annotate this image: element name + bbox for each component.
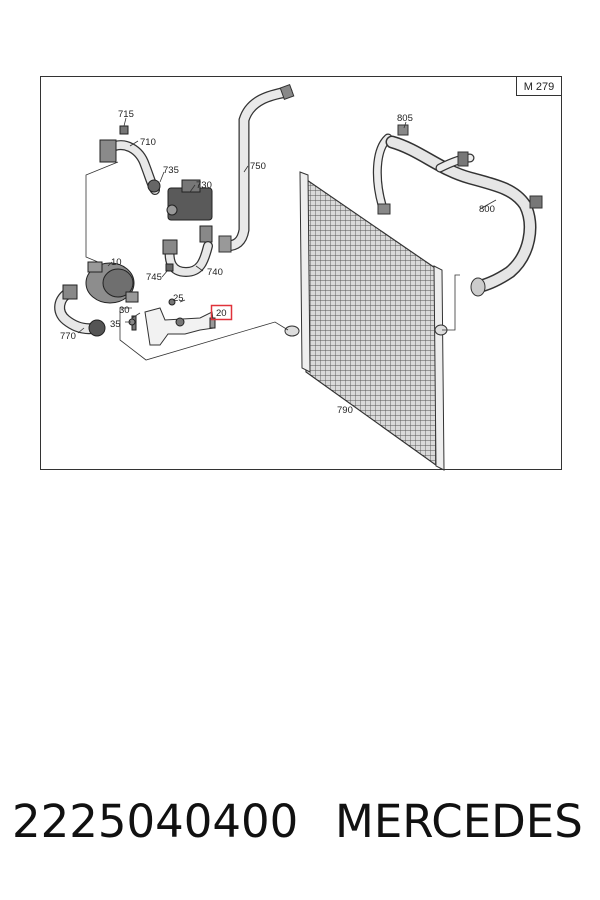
label-790: 790	[337, 405, 353, 416]
label-745: 745	[146, 272, 162, 283]
label-715: 715	[118, 109, 134, 120]
valve-730	[166, 179, 213, 243]
part-number: 2225040400	[12, 795, 299, 848]
label-25: 25	[173, 293, 184, 304]
label-730: 730	[196, 180, 212, 191]
reference-code: M 279	[524, 81, 555, 93]
label-20: 20	[216, 308, 227, 319]
hose-710	[99, 125, 161, 195]
hose-770	[54, 284, 106, 337]
label-750: 750	[250, 161, 266, 172]
caption: 2225040400 MERCEDES	[0, 795, 600, 865]
label-710: 710	[140, 137, 156, 148]
hose-740	[162, 239, 213, 278]
label-800: 800	[479, 204, 495, 215]
hose-750	[218, 84, 295, 253]
label-30: 30	[119, 305, 130, 316]
label-10: 10	[111, 257, 122, 268]
hose-800	[372, 124, 543, 297]
label-35: 35	[110, 319, 121, 330]
highlight-box-20	[210, 304, 233, 321]
reference-box: M 279	[516, 76, 562, 96]
pump-10	[85, 261, 139, 304]
label-770: 770	[60, 331, 76, 342]
label-740: 740	[207, 267, 223, 278]
label-805: 805	[397, 113, 413, 124]
parts-diagram: M 279	[40, 76, 562, 471]
label-735: 735	[163, 165, 179, 176]
radiator-790	[284, 171, 448, 471]
leader-lines	[77, 117, 497, 361]
brand-name: MERCEDES	[335, 795, 583, 848]
